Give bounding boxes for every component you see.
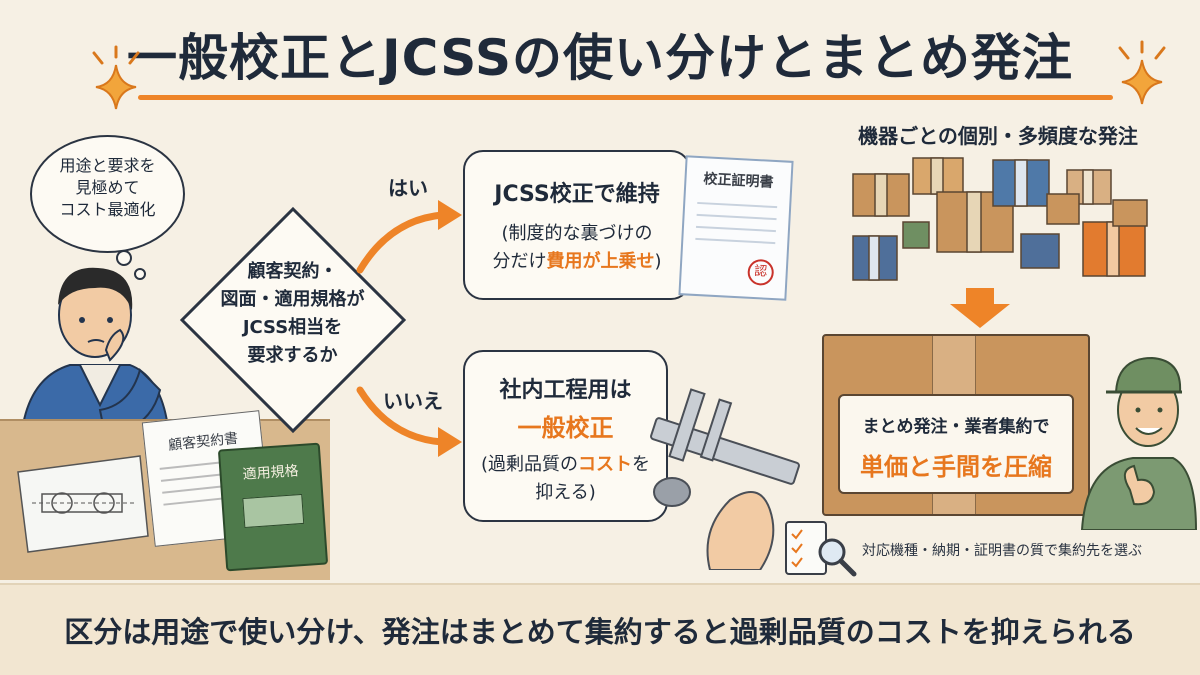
no-label: いいえ [383,389,443,413]
decision-line-1: 顧客契約・ [247,261,338,282]
standard-book: 適用規格 [217,442,329,572]
decision-line-3: JCSS相当を [242,317,343,338]
cost-highlight: コスト [578,454,633,475]
thought-line-3: コスト最適化 [59,200,156,219]
down-arrow-icon [950,288,1010,328]
certificate-label: 校正証明書 [703,171,774,191]
consolidated-box: まとめ発注・業者集約で 単価と手間を圧縮 [822,334,1090,516]
decision-text: 顧客契約・ 図面・適用規格が JCSS相当を 要求するか [205,258,380,370]
thought-line-2: 見極めて [75,178,140,197]
thumbs-up-worker-icon [1080,356,1198,530]
jcss-box: JCSS校正で維持 (制度的な裏づけの 分だけ費用が上乗せ) [463,150,691,300]
thinking-worker-icon [18,267,172,460]
thought-bubble: 用途と要求を 見極めて コスト最適化 [30,135,185,253]
jcss-note-line-2: 分だけ費用が上乗せ) [492,251,662,272]
consolidated-line-1: まとめ発注・業者集約で [862,417,1050,437]
page-title: 一般校正とJCSSの使い分けとまとめ発注 [126,29,1073,87]
cost-increase-highlight: 費用が上乗せ [546,251,655,272]
jcss-box-title: JCSS校正で維持 [494,182,660,207]
decision-diamond [179,206,407,434]
consolidated-line-2: 単価と手間を圧縮 [860,453,1052,481]
blueprint-drawing-icon [17,455,149,553]
branch-arrows [356,200,462,457]
scattered-boxes-icon [852,157,1148,281]
checklist-magnifier-icon [785,521,857,577]
jcss-note-line-1: (制度的な裏づけの [501,223,653,244]
decision-line-4: 要求するか [247,345,338,366]
sparkle-icon-right [1118,40,1166,105]
summary-text: 区分は用途で使い分け、発注はまとめて集約すると過剰品質のコストを抑えられる [64,615,1136,649]
general-box-title-line-1: 社内工程用は [499,378,632,403]
thought-dots-icon [116,250,146,280]
summary-banner [0,583,1200,675]
general-note-line-2: 抑える) [535,482,596,503]
orders-heading: 機器ごとの個別・多頻度な発注 [858,124,1138,148]
general-calibration-box: 社内工程用は 一般校正 (過剰品質のコストを 抑える) [463,350,668,522]
title-underline [138,95,1113,100]
sparkle-icon-left [92,45,140,110]
general-box-title-line-2: 一般校正 [517,414,614,442]
seal-stamp-icon: 認 [747,258,775,287]
decision-line-2: 図面・適用規格が [220,289,365,310]
standard-book-label: 適用規格 [242,463,300,484]
selection-note: 対応機種・納期・証明書の質で集約先を選ぶ [862,543,1142,559]
general-note-line-1: (過剰品質のコストを [480,454,651,475]
consolidated-label: まとめ発注・業者集約で 単価と手間を圧縮 [838,394,1074,494]
thought-line-1: 用途と要求を [59,156,156,175]
certificate-document: 校正証明書 認 [678,155,794,301]
caliper-icon [650,388,800,570]
yes-label: はい [388,176,428,200]
